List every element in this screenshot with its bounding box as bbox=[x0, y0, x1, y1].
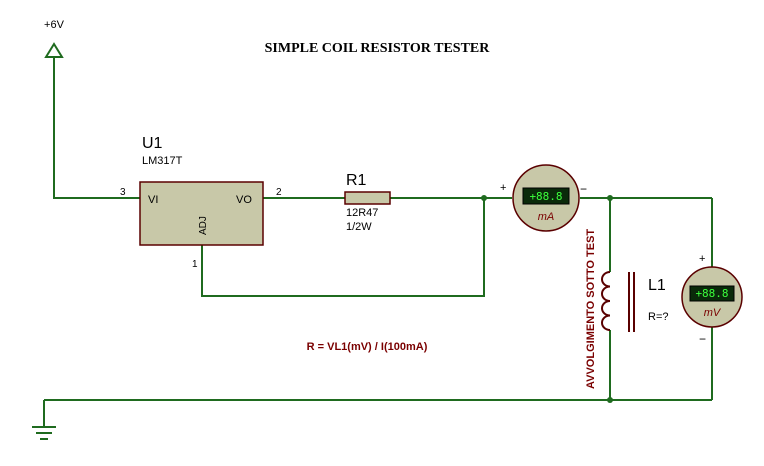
junctions bbox=[481, 195, 613, 403]
resistor-r1: R1 12R47 1/2W bbox=[344, 172, 391, 233]
pin3-number: 3 bbox=[120, 187, 126, 198]
regulator-body bbox=[139, 181, 264, 246]
power-terminal: +6V bbox=[44, 19, 65, 58]
pin-vi-label: VI bbox=[148, 194, 158, 206]
ammeter-minus: − bbox=[580, 182, 587, 196]
resistor-ref: R1 bbox=[346, 172, 367, 189]
pin1-number: 1 bbox=[192, 259, 198, 270]
voltmeter-plus: + bbox=[699, 253, 705, 265]
junction-dot bbox=[481, 195, 487, 201]
regulator-part: LM317T bbox=[142, 155, 183, 167]
power-label: +6V bbox=[44, 19, 65, 31]
coil-under-test-label: AVVOLGIMENTO SOTTO TEST bbox=[585, 229, 597, 389]
resistor-power: 1/2W bbox=[346, 221, 372, 233]
ground-icon bbox=[32, 426, 56, 440]
ammeter-display: +88.8 bbox=[529, 190, 562, 203]
coil-l1: L1 R=? AVVOLGIMENTO SOTTO TEST bbox=[585, 229, 669, 389]
formula-note: R = VL1(mV) / I(100mA) bbox=[307, 341, 428, 353]
voltmeter-display: +88.8 bbox=[695, 287, 728, 300]
resistor-body bbox=[344, 191, 391, 205]
pin-adj-label: ADJ bbox=[198, 216, 209, 235]
pin2-number: 2 bbox=[276, 187, 282, 198]
wire-supply bbox=[53, 57, 110, 199]
schematic-title: SIMPLE COIL RESISTOR TESTER bbox=[265, 41, 491, 56]
ammeter-unit: mA bbox=[538, 211, 555, 223]
regulator-ref: U1 bbox=[142, 135, 163, 152]
ammeter-plus: + bbox=[500, 182, 506, 194]
coil-value: R=? bbox=[648, 311, 669, 323]
wires bbox=[43, 57, 713, 427]
voltmeter-screen bbox=[689, 285, 735, 302]
voltmeter: +88.8 mV + − bbox=[681, 253, 743, 346]
voltmeter-minus: − bbox=[699, 332, 706, 346]
junction-dot bbox=[607, 195, 613, 201]
ammeter: +88.8 mA + − bbox=[500, 164, 587, 232]
resistor-value: 12R47 bbox=[346, 207, 378, 219]
ammeter-screen bbox=[522, 187, 570, 205]
regulator-u1: U1 LM317T VI VO ADJ 3 2 1 bbox=[120, 135, 282, 270]
wire-adj-feedback bbox=[201, 198, 485, 297]
pin-vo-label: VO bbox=[236, 194, 252, 206]
voltmeter-unit: mV bbox=[704, 307, 722, 319]
coil-ref: L1 bbox=[648, 277, 666, 294]
power-arrow-icon bbox=[44, 42, 64, 58]
junction-dot bbox=[607, 397, 613, 403]
inductor-icon bbox=[601, 271, 611, 331]
